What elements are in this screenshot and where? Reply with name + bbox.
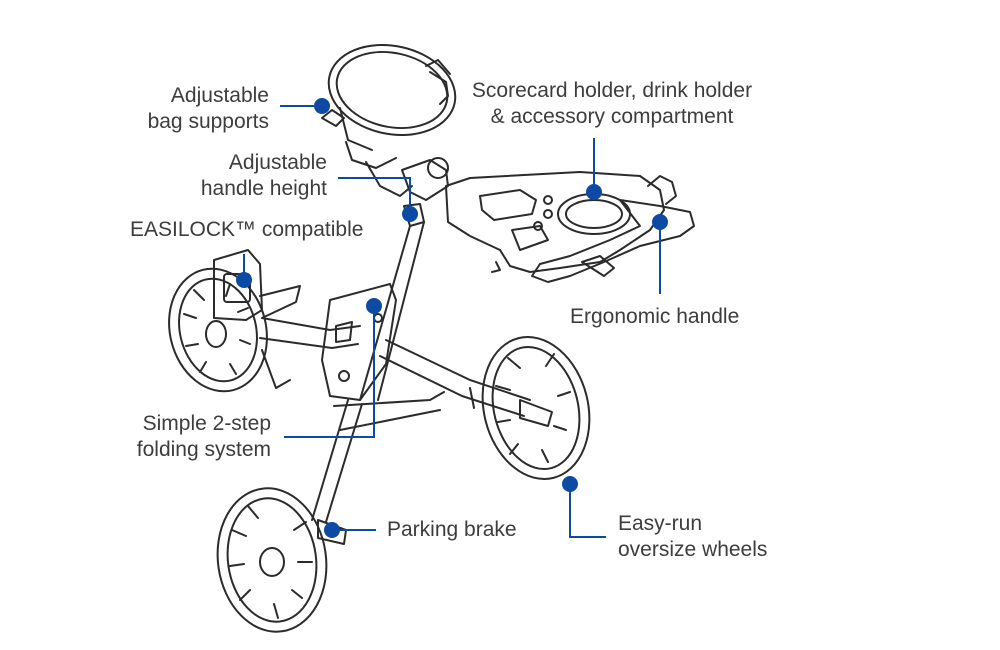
label-folding-system-line2: folding system xyxy=(136,438,271,461)
wheels-dot xyxy=(562,476,578,492)
label-wheels: Easy-run oversize wheels xyxy=(618,511,767,563)
right-axle-arm xyxy=(379,339,531,417)
handle-height-dot xyxy=(402,206,418,222)
front-wheel xyxy=(216,487,328,633)
front-leg xyxy=(311,391,445,523)
easilock-bracket xyxy=(213,249,301,321)
left-axle-arm xyxy=(259,317,361,389)
handle-height-leader xyxy=(338,177,411,214)
label-folding-system-line1: Simple 2-step xyxy=(142,412,271,435)
parking-brake-dot xyxy=(324,522,340,538)
label-scorecard-line1: Scorecard holder, drink holder xyxy=(471,79,753,102)
console-body xyxy=(445,171,665,273)
label-folding-system: Simple 2-step folding system xyxy=(137,411,271,463)
handle-grip xyxy=(531,175,695,283)
callout-dots xyxy=(236,98,668,538)
label-parking-brake: Parking brake xyxy=(387,517,517,543)
label-handle-height-line1: Adjustable xyxy=(228,151,327,174)
label-wheels-line2: oversize wheels xyxy=(618,538,768,561)
right-wheel xyxy=(481,336,591,480)
label-easilock: EASILOCK™ compatible xyxy=(130,217,363,243)
upper-stem xyxy=(359,157,449,401)
label-easilock-line1: EASILOCK™ compatible xyxy=(130,218,364,241)
scorecard-dot xyxy=(586,184,602,200)
label-bag-supports-line1: Adjustable xyxy=(170,84,269,107)
label-wheels-line1: Easy-run xyxy=(618,512,703,535)
label-ergonomic-handle-line1: Ergonomic handle xyxy=(570,305,740,328)
bag-supports-dot xyxy=(314,98,330,114)
label-scorecard-line2: & accessory compartment xyxy=(490,105,734,128)
wheels-leader xyxy=(569,484,606,538)
label-handle-height-line2: handle height xyxy=(200,177,327,200)
golf-trolley-illustration xyxy=(168,43,695,633)
label-scorecard: Scorecard holder, drink holder & accesso… xyxy=(452,78,772,130)
label-handle-height: Adjustable handle height xyxy=(201,150,327,202)
label-ergonomic-handle: Ergonomic handle xyxy=(570,304,739,330)
bag-support-ring xyxy=(321,43,457,197)
label-bag-supports: Adjustable bag supports xyxy=(148,83,269,135)
label-bag-supports-line2: bag supports xyxy=(147,110,269,133)
folding-system-dot xyxy=(366,298,382,314)
folding-system-leader xyxy=(284,306,375,438)
folding-hinge xyxy=(321,283,397,401)
ergonomic-handle-dot xyxy=(652,214,668,230)
label-parking-brake-line1: Parking brake xyxy=(387,518,517,541)
easilock-dot xyxy=(236,272,252,288)
